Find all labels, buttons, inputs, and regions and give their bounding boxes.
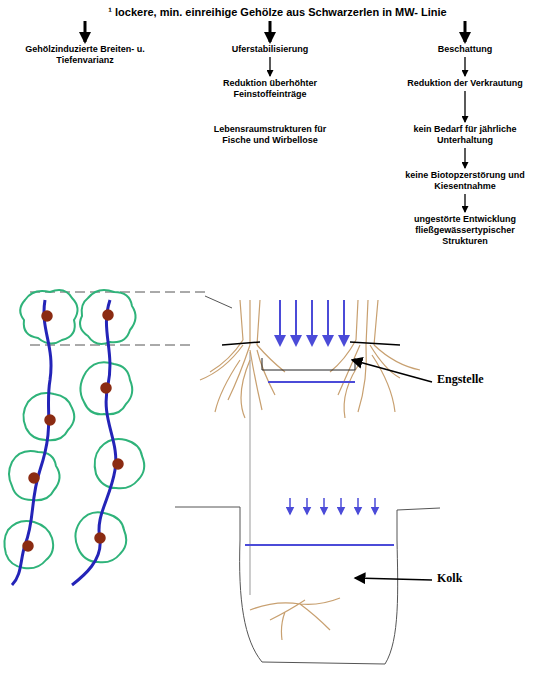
arrow-connector [84, 21, 87, 42]
engstelle-section [200, 300, 420, 418]
arrow-connector [464, 91, 465, 122]
node-text: Lebensraumstrukturen für Fische und Wirb… [200, 124, 340, 146]
node-text: kein Bedarf für jährliche Unterhaltung [400, 124, 530, 146]
node-text: keine Biotopzerstörung und Kiesentnahme [400, 170, 530, 192]
node-text: Uferstabilisierung [200, 44, 340, 55]
arrow-connector [269, 21, 272, 42]
plan-view [4, 290, 205, 585]
text-node: Lebensraumstrukturen für Fische und Wirb… [200, 124, 340, 146]
text-node: Uferstabilisierung [200, 44, 340, 55]
arrow-connector [464, 21, 467, 42]
text-node: Reduktion überhöhter Feinstoffeinträge [200, 78, 340, 100]
heading-node: ¹ lockere, min. einreihige Gehölze aus S… [20, 5, 535, 19]
node-text: Reduktion überhöhter Feinstoffeinträge [200, 78, 340, 100]
text-node: kein Bedarf für jährliche Unterhaltung [400, 124, 530, 146]
text-node: Reduktion der Verkrautung [400, 78, 530, 89]
arrow-connector [464, 194, 465, 212]
node-text: ungestörte Entwicklung fließgewässertypi… [395, 214, 535, 247]
arrow-connector [464, 148, 465, 168]
arrow-connector [464, 57, 465, 76]
text-node: keine Biotopzerstörung und Kiesentnahme [400, 170, 530, 192]
callout-label: Engstelle [436, 372, 485, 387]
text-node: Gehölzinduzierte Breiten- u. Tiefenvaria… [20, 44, 150, 66]
node-text: Gehölzinduzierte Breiten- u. Tiefenvaria… [20, 44, 150, 66]
callout-label: Kolk [436, 571, 463, 586]
kolk-section [175, 498, 440, 664]
node-text: Beschattung [400, 44, 530, 55]
node-text: Reduktion der Verkrautung [400, 78, 530, 89]
node-text: ¹ lockere, min. einreihige Gehölze aus S… [20, 5, 535, 19]
text-node: Beschattung [400, 44, 530, 55]
arrow-connector [269, 57, 270, 76]
text-node: ungestörte Entwicklung fließgewässertypi… [395, 214, 535, 247]
